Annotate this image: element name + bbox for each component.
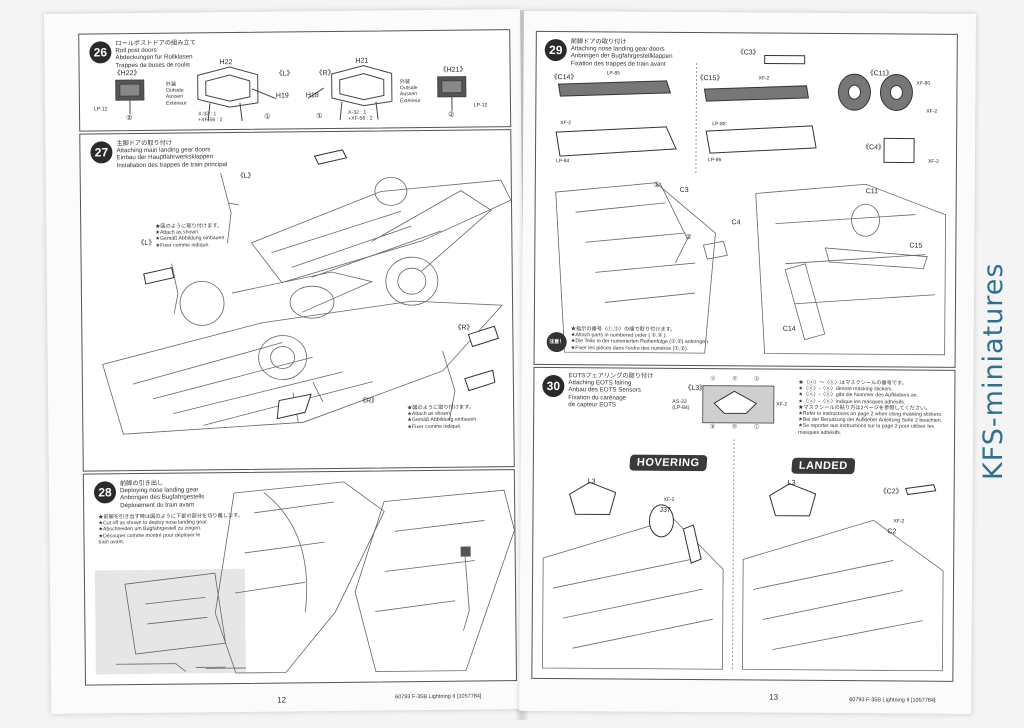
notice-badge: 注意！ NOTICE — [546, 332, 567, 365]
paint-note-left: X-32 : 1 +XF-56 : 2 — [198, 111, 223, 124]
label-l3-landed: L3 — [787, 479, 796, 487]
label-xf2-hover: XF-2 — [663, 496, 675, 503]
mask-j: ⓙ — [754, 424, 760, 431]
paint-note-right: X-32 : 1 +XF-56 : 2 — [348, 109, 373, 123]
label-c14-decal: 《C14》 — [550, 74, 578, 82]
step-29-panel: 29 前脚ドアの取り付け Attaching nose landing gear… — [533, 30, 958, 368]
left-page-footer: 60793 F-35B Lightning II [1057784] — [395, 693, 482, 701]
step-30-drawing — [532, 368, 954, 681]
hovering-badge: HOVERING — [629, 454, 708, 472]
label-c3-decal: 《C3》 — [736, 49, 760, 57]
right-page-footer: 60793 F-35B Lightning II [1057784] — [849, 697, 936, 704]
label-xf2-c: XF-2 — [926, 108, 938, 115]
step-30-panel: 30 EOTSフェアリングの取り付け Attaching EOTS fairin… — [531, 366, 956, 682]
label-xf80: XF-80 — [916, 80, 931, 87]
circled-2-right: ② — [448, 111, 455, 119]
mask-h: ⓗ — [732, 376, 738, 383]
label-lp12-left: LP-12 — [93, 106, 108, 113]
label-lp84: LP-84 — [555, 158, 570, 165]
circled-2-left: ② — [126, 115, 133, 123]
step-27-label-l2: 《L》 — [137, 239, 156, 248]
circled-1: ① — [653, 181, 661, 189]
step-27-note-top: ★図のように取り付けます。 ★Attach as shown. ★Gemäß A… — [155, 223, 226, 249]
label-l3-hover: L3 — [587, 478, 596, 486]
outside-note-left: 外装 Outside Aussen Extérieur — [165, 81, 187, 107]
label-c2-decal: 《C2》 — [879, 488, 903, 496]
label-h21-decal: 《H21》 — [439, 66, 467, 74]
circled-1-right: ① — [316, 113, 323, 121]
mask-a: ⓐ — [710, 376, 716, 383]
label-xf2-d: XF-2 — [927, 158, 939, 165]
label-h21: H21 — [355, 57, 369, 65]
label-lp80: LP-80 — [712, 121, 726, 128]
label-xf2-a: XF-2 — [560, 120, 572, 127]
l3-paint-note: AS-33 (LP-84) — [672, 398, 690, 412]
left-page: 26 ロールポストドアの組み立て Roll post doors Abdecku… — [44, 9, 528, 714]
step-27-label-l1: 《L》 — [236, 172, 255, 180]
mask-k: ⓚ — [754, 376, 760, 383]
label-c11: C11 — [865, 188, 879, 196]
circled-2: ② — [685, 233, 692, 242]
label-c11-decal: 《C11》 — [866, 70, 893, 78]
label-lp86: LP-86 — [707, 157, 722, 164]
label-xf2-b: XF-2 — [758, 75, 770, 82]
label-left: 《L》 — [275, 70, 294, 78]
step-27-drawing — [80, 130, 513, 470]
step-28-panel: 28 前脚の引き出し Deploying nose landing gear A… — [82, 469, 518, 686]
label-c2: C2 — [887, 528, 897, 536]
label-right: 《R》 — [315, 69, 335, 78]
label-c4-decal: 《C4》 — [862, 144, 886, 152]
label-c4: C4 — [731, 219, 741, 227]
label-xf2-landed: XF-2 — [893, 518, 905, 525]
step-27-panel: 27 主脚ドアの取り付け Attaching main landing gear… — [79, 129, 515, 472]
label-c14: C14 — [782, 325, 796, 333]
step-29-note: ★指示の番号（①,②）の順で取り付けます。 ★Attach parts in n… — [570, 326, 710, 352]
step-29-drawing — [535, 32, 957, 367]
right-page: 29 前脚ドアの取り付け Attaching nose landing gear… — [519, 10, 976, 714]
right-page-number: 13 — [769, 692, 779, 702]
label-h22-decal: 《H22》 — [113, 69, 141, 78]
step-30-note: ★〈ⓐ〉～〈ⓚ〉はマスクシールの番号です。 ★〈ⓐ〉-〈ⓚ〉denote mas… — [798, 379, 943, 436]
label-c3: C3 — [679, 186, 689, 194]
label-h19: H19 — [275, 92, 289, 100]
label-j37: J37 — [659, 506, 671, 514]
l3-decal-label: 《L3》 — [684, 384, 707, 393]
left-page-number: 12 — [277, 695, 287, 705]
mask-m: ⓜ — [732, 424, 738, 431]
label-h18: H18 — [305, 92, 319, 100]
step-28-drawing — [94, 470, 516, 675]
mask-g: ⓖ — [710, 424, 716, 431]
step-27-note-bottom: ★図のように取り付けます。 ★Attach as shown. ★Gemäß A… — [407, 404, 478, 430]
step-27-label-r1: 《R》 — [454, 324, 474, 332]
label-lp12-right: LP-12 — [473, 102, 488, 109]
watermark: KFS-miniatures — [978, 262, 1009, 481]
label-c15: C15 — [909, 242, 923, 250]
label-lp85: LP-85 — [606, 70, 620, 77]
step-27-label-r2: 《R》 — [359, 397, 379, 405]
label-c15-decal: 《C15》 — [696, 75, 724, 83]
step-26-panel: 26 ロールポストドアの組み立て Roll post doors Abdecku… — [78, 29, 512, 132]
l3-xf2: XF-2 — [776, 401, 788, 408]
step-26-drawing — [79, 30, 510, 130]
outside-note-right: 外装 Outside Aussen Extérieur — [399, 79, 421, 104]
circled-1-left: ① — [264, 113, 271, 121]
landed-badge: LANDED — [791, 457, 856, 475]
label-h22: H22 — [219, 59, 233, 67]
